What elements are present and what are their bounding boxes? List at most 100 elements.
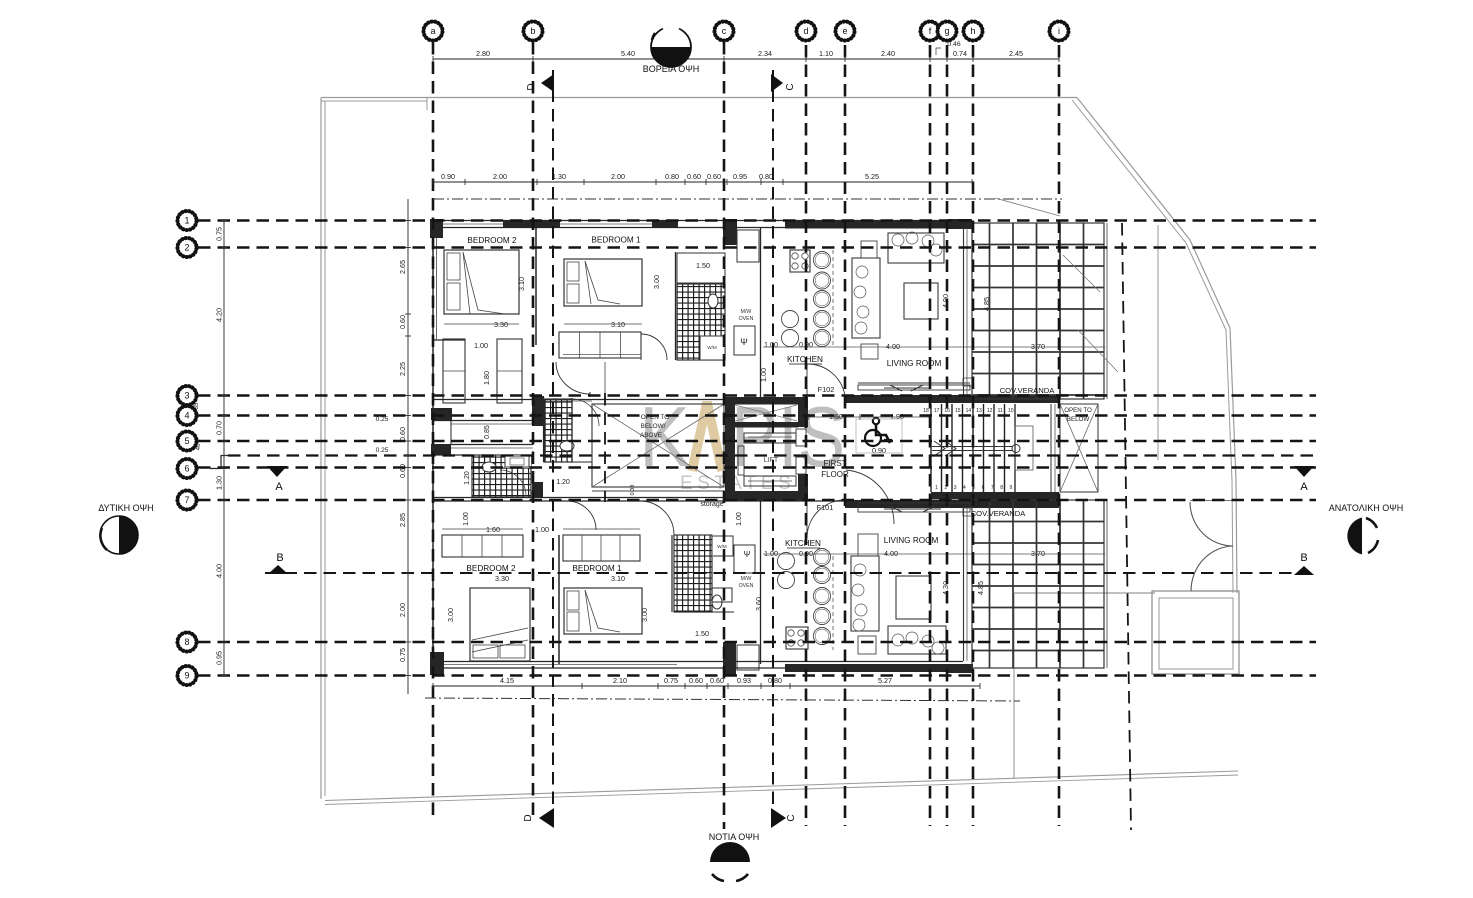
- svg-text:3.10: 3.10: [611, 574, 625, 583]
- svg-text:0.80: 0.80: [768, 676, 782, 685]
- svg-text:0.60: 0.60: [710, 676, 724, 685]
- svg-text:W/M: W/M: [717, 544, 727, 549]
- svg-text:ESTATES: ESTATES: [680, 473, 795, 494]
- svg-text:LIFT: LIFT: [764, 457, 779, 464]
- svg-text:18: 18: [923, 408, 929, 414]
- svg-text:1.00: 1.00: [736, 512, 743, 526]
- svg-text:c: c: [722, 26, 727, 36]
- svg-text:d: d: [803, 26, 808, 36]
- svg-text:M/W: M/W: [741, 309, 752, 315]
- svg-text:14: 14: [966, 408, 972, 414]
- svg-text:4.20: 4.20: [215, 308, 224, 322]
- svg-text:D: D: [526, 83, 537, 90]
- svg-text:2.00: 2.00: [493, 172, 507, 181]
- svg-text:8: 8: [1000, 485, 1003, 491]
- svg-text:8: 8: [184, 637, 189, 647]
- svg-text:0.90: 0.90: [872, 446, 886, 455]
- svg-text:OVEN: OVEN: [739, 583, 754, 589]
- svg-text:1.90: 1.90: [890, 412, 904, 421]
- svg-text:F102: F102: [818, 385, 835, 394]
- svg-text:BEDROOM 1: BEDROOM 1: [572, 564, 622, 573]
- svg-text:4.00: 4.00: [215, 564, 224, 578]
- svg-text:5.25: 5.25: [865, 172, 879, 181]
- svg-text:1.00: 1.00: [764, 340, 778, 349]
- svg-text:9: 9: [184, 671, 189, 681]
- svg-text:0.60: 0.60: [707, 172, 721, 181]
- svg-text:6: 6: [982, 485, 985, 491]
- svg-text:5: 5: [184, 436, 189, 446]
- svg-text:2.25: 2.25: [398, 362, 407, 376]
- svg-text:1: 1: [935, 485, 938, 491]
- svg-text:3.00: 3.00: [446, 608, 455, 622]
- svg-text:3.60: 3.60: [754, 597, 763, 611]
- svg-text:0.46: 0.46: [947, 41, 960, 48]
- svg-text:4.30: 4.30: [941, 581, 950, 595]
- svg-text:Ψ: Ψ: [744, 550, 751, 559]
- svg-text:1.00: 1.00: [474, 341, 488, 350]
- svg-text:W/M: W/M: [707, 345, 717, 350]
- svg-text:2.65: 2.65: [398, 260, 407, 274]
- svg-text:40: 40: [196, 443, 202, 450]
- svg-text:C: C: [786, 814, 797, 821]
- svg-text:1.20: 1.20: [556, 479, 570, 486]
- svg-text:B: B: [1300, 552, 1307, 564]
- svg-text:B: B: [276, 552, 283, 564]
- svg-text:BEDROOM 2: BEDROOM 2: [467, 236, 517, 245]
- svg-text:BEDROOM 2: BEDROOM 2: [466, 564, 516, 573]
- svg-text:2.40: 2.40: [881, 49, 895, 58]
- svg-text:1.20: 1.20: [464, 471, 471, 485]
- svg-text:5.27: 5.27: [878, 676, 892, 685]
- svg-text:4.90: 4.90: [941, 294, 950, 308]
- svg-text:0.80: 0.80: [759, 172, 773, 181]
- svg-text:0.95: 0.95: [733, 172, 747, 181]
- svg-text:KITCHEN: KITCHEN: [785, 539, 821, 548]
- svg-text:A: A: [1300, 481, 1308, 493]
- svg-text:4.15: 4.15: [500, 676, 514, 685]
- svg-text:3: 3: [954, 485, 957, 491]
- svg-text:0.25: 0.25: [376, 447, 389, 454]
- svg-text:C: C: [785, 83, 796, 90]
- svg-text:0.25: 0.25: [376, 416, 389, 423]
- svg-text:0.93: 0.93: [737, 676, 751, 685]
- svg-text:OPEN TO: OPEN TO: [1064, 407, 1092, 414]
- svg-text:4: 4: [184, 411, 189, 421]
- svg-text:Ψ: Ψ: [740, 337, 748, 347]
- svg-text:0.90: 0.90: [441, 172, 455, 181]
- svg-text:ABOVE: ABOVE: [640, 432, 662, 439]
- svg-text:OVEN: OVEN: [739, 316, 754, 322]
- svg-text:2.80: 2.80: [476, 49, 490, 58]
- svg-text:3.30: 3.30: [494, 320, 508, 329]
- svg-text:1.50: 1.50: [696, 261, 710, 270]
- svg-text:1.80: 1.80: [482, 371, 491, 385]
- svg-text:0.60: 0.60: [398, 464, 407, 478]
- svg-text:2.10: 2.10: [613, 676, 627, 685]
- svg-text:4.85: 4.85: [976, 581, 985, 595]
- svg-text:OPEN TO: OPEN TO: [641, 414, 670, 421]
- svg-text:ΑΝΑΤΟΛΙΚΗ ΟΨΗ: ΑΝΑΤΟΛΙΚΗ ΟΨΗ: [1329, 503, 1404, 513]
- svg-text:0.38: 0.38: [630, 485, 636, 496]
- svg-text:1.50: 1.50: [829, 412, 843, 421]
- svg-text:3.70: 3.70: [1031, 342, 1045, 351]
- svg-text:4.00: 4.00: [884, 549, 898, 558]
- svg-text:COV.VERANDA: COV.VERANDA: [1000, 386, 1056, 395]
- svg-text:11: 11: [998, 408, 1003, 414]
- svg-text:ΔΥΤΙΚΗ ΟΨΗ: ΔΥΤΙΚΗ ΟΨΗ: [98, 503, 153, 513]
- svg-text:A: A: [275, 481, 283, 493]
- svg-text:3: 3: [184, 391, 189, 401]
- svg-text:FIRST: FIRST: [823, 459, 846, 468]
- svg-text:6: 6: [184, 464, 189, 474]
- svg-text:0.75: 0.75: [215, 227, 224, 241]
- svg-text:2: 2: [944, 485, 947, 491]
- svg-text:5: 5: [972, 485, 975, 491]
- svg-text:1.30: 1.30: [215, 476, 224, 490]
- svg-text:F101: F101: [817, 503, 834, 512]
- svg-text:0.60: 0.60: [689, 676, 703, 685]
- svg-text:PIS: PIS: [731, 390, 845, 485]
- svg-text:BELOW: BELOW: [1067, 416, 1090, 423]
- svg-text:0.60: 0.60: [398, 427, 407, 441]
- svg-text:0.70: 0.70: [215, 421, 224, 435]
- svg-text:storage: storage: [700, 501, 723, 508]
- svg-text:0.75: 0.75: [664, 676, 678, 685]
- svg-text:2.00: 2.00: [611, 172, 625, 181]
- svg-text:0.60: 0.60: [398, 315, 407, 329]
